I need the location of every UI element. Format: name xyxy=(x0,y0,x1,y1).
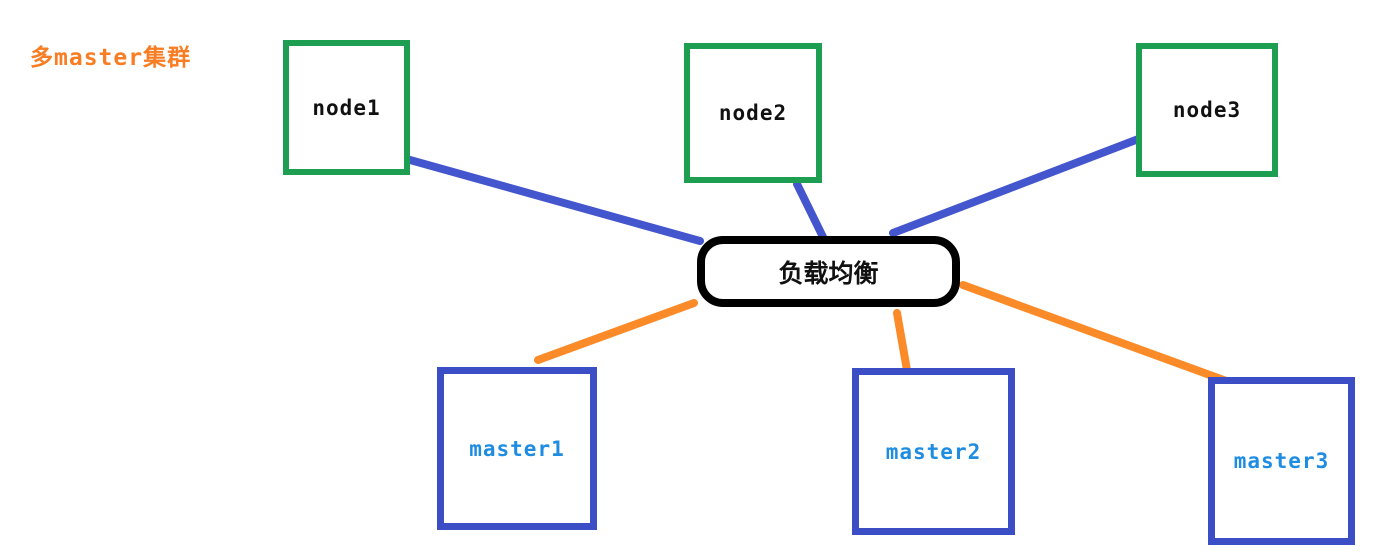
master3-label: master3 xyxy=(1233,449,1330,473)
link-loadbalancer-master1 xyxy=(534,299,698,364)
master2-label: master2 xyxy=(885,439,982,464)
load-balancer-label: 负载均衡 xyxy=(778,258,879,288)
node3-label: node3 xyxy=(1172,98,1242,122)
node-box-node3: node3 xyxy=(1136,43,1278,177)
diagram-title: 多master集群 xyxy=(30,45,192,71)
link-node2-loadbalancer xyxy=(793,180,827,241)
node1-label: node1 xyxy=(312,95,381,120)
link-loadbalancer-master3 xyxy=(959,281,1244,390)
master1-label: master1 xyxy=(469,436,565,461)
load-balancer-box: 负载均衡 xyxy=(697,236,960,307)
link-node1-loadbalancer xyxy=(381,149,704,245)
node-box-node1: node1 xyxy=(283,40,410,175)
master-box-master2: master2 xyxy=(852,368,1015,535)
node-box-node2: node2 xyxy=(684,43,822,183)
link-loadbalancer-master2 xyxy=(893,309,912,380)
master-box-master3: master3 xyxy=(1208,377,1355,545)
master-box-master1: master1 xyxy=(437,367,597,530)
link-node3-loadbalancer xyxy=(889,134,1145,237)
node2-label: node2 xyxy=(718,101,788,125)
